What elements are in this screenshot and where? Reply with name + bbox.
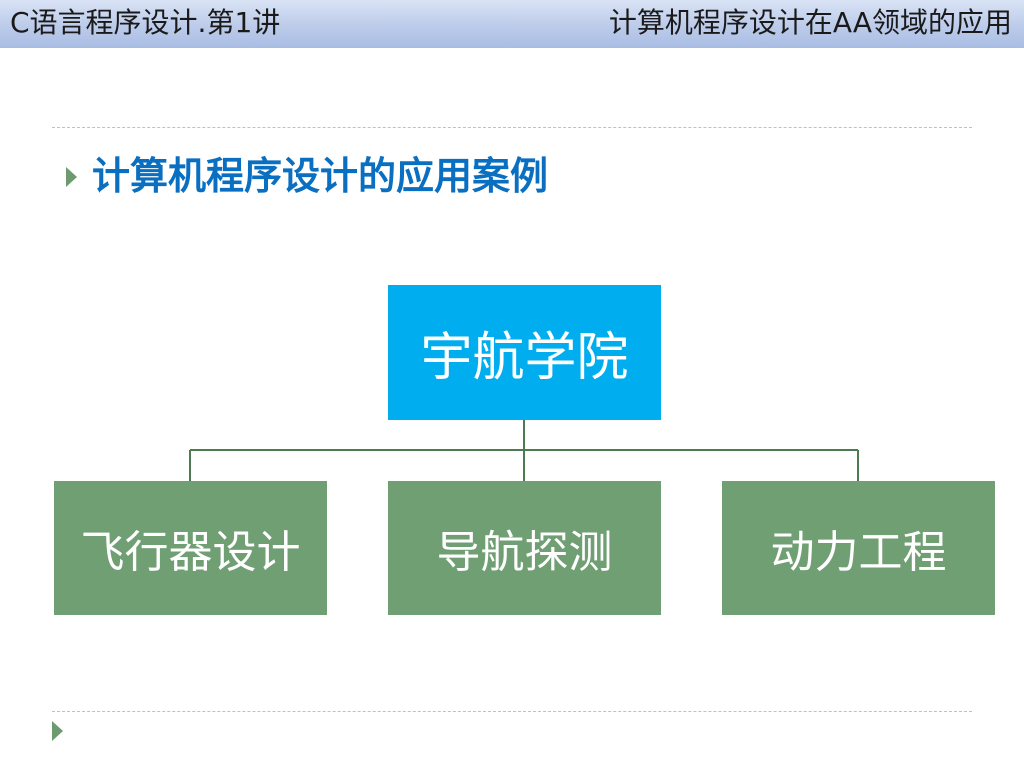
topic-title: 计算机程序设计在AA领域的应用	[608, 6, 1012, 39]
slide-title: 计算机程序设计的应用案例	[92, 154, 549, 198]
org-node-power-engineering: 动力工程	[722, 481, 995, 615]
course-title: C语言程序设计.第1讲	[10, 6, 281, 39]
header-bar: C语言程序设计.第1讲 计算机程序设计在AA领域的应用	[0, 0, 1024, 48]
empty-bullet-arrow-icon	[52, 721, 63, 741]
top-divider	[52, 127, 972, 128]
bottom-divider	[52, 711, 972, 712]
org-node-root: 宇航学院	[388, 285, 661, 420]
bullet-arrow-icon	[66, 167, 77, 187]
org-node-navigation: 导航探测	[388, 481, 661, 615]
org-node-aircraft-design: 飞行器设计	[54, 481, 327, 615]
